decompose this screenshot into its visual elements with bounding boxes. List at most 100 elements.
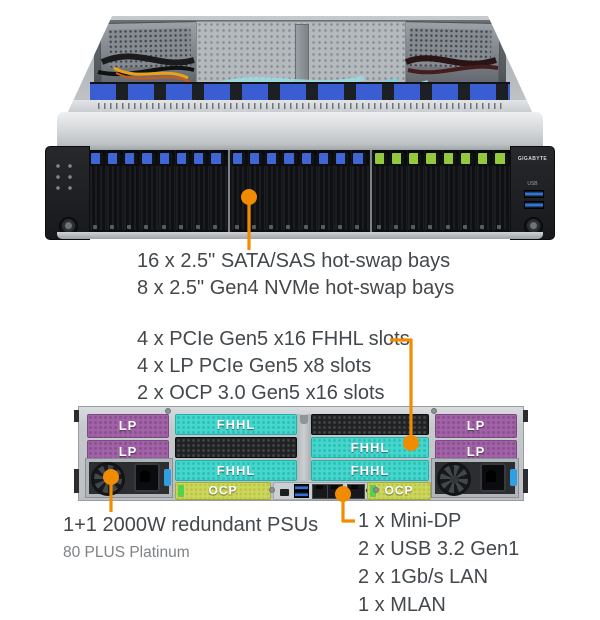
ocp-slot-label: OCP: [384, 483, 414, 498]
blank-vent-slot: [175, 437, 297, 458]
usb-ports: [294, 484, 309, 498]
server-top-internals-photo: [68, 16, 532, 112]
lp-slot-label: LP: [466, 443, 486, 459]
lp-slot: LP: [435, 414, 517, 438]
center-divider: [297, 414, 311, 480]
bay-release-tab: [107, 153, 121, 164]
drive-bay: [352, 150, 369, 232]
bay-rail: [477, 150, 494, 154]
bay-rail: [352, 150, 369, 154]
bay-rail: [266, 150, 283, 154]
bay-carrier: [175, 166, 192, 230]
psu-left: [85, 458, 173, 498]
bay-rail: [283, 150, 300, 154]
expansion-callout-line: 4 x PCIe Gen5 x16 FHHL slots: [137, 328, 410, 350]
bay-number-dot: [92, 225, 97, 229]
drive-bay: [408, 150, 425, 232]
bay-release-tab: [159, 153, 173, 164]
bay-carrier: [158, 166, 175, 230]
drive-bay-array: [88, 150, 512, 232]
bay-carrier: [317, 166, 334, 230]
front-top-lip: [57, 112, 543, 151]
fhhl-slot-label: FHHL: [350, 462, 390, 478]
bay-carrier: [408, 166, 425, 230]
bay-rail: [210, 150, 227, 154]
power-inlet-icon: [134, 463, 160, 492]
bay-release-tab: [142, 153, 155, 164]
bay-release-tab: [409, 153, 422, 164]
bay-rail: [175, 150, 192, 154]
power-inlet-icon: [480, 463, 506, 492]
bay-rail: [459, 150, 476, 154]
bay-carrier: [231, 166, 248, 230]
bay-release-tab: [284, 153, 297, 164]
bay-carrier: [425, 166, 442, 230]
drive-bay: [248, 150, 265, 232]
rear-io-callout-line: 2 x 1Gb/s LAN: [358, 566, 489, 588]
bay-rail: [106, 150, 123, 154]
lan-port-icon: [312, 484, 328, 499]
bay-number-dot: [286, 225, 291, 229]
drive-bay: [175, 150, 192, 232]
bay-carrier: [124, 166, 141, 230]
fhhl-slot-label: FHHL: [216, 416, 256, 432]
drive-bay: [158, 150, 175, 232]
bay-number-dot: [196, 225, 200, 229]
expansion-column-right: FHHL FHHL: [311, 414, 429, 483]
lan-port-icon: [327, 484, 343, 499]
ocp-slot-label: OCP: [208, 483, 238, 498]
expansion-callout-line: 2 x OCP 3.0 Gen5 x16 slots: [137, 382, 385, 404]
bay-release-tab: [267, 153, 280, 164]
bay-number-dot: [303, 225, 308, 229]
drive-bay: [425, 150, 442, 232]
bay-number-dot: [480, 225, 484, 229]
drive-bay-group: [228, 150, 370, 232]
rack-tab: [523, 410, 528, 422]
fhhl-slot: FHHL: [311, 460, 429, 481]
rear-io-callout-line: 1 x Mini-DP: [358, 510, 462, 532]
screw-icon: [165, 408, 171, 414]
fhhl-slot: FHHL: [311, 437, 429, 458]
bay-release-tab: [460, 153, 474, 164]
fan-icon: [91, 462, 125, 496]
usb-port-icon: [294, 491, 309, 498]
bay-carrier: [300, 166, 317, 230]
bay-number-dot: [428, 225, 433, 229]
bay-rail: [373, 150, 390, 154]
bay-carrier: [89, 166, 106, 230]
psu-right: [431, 458, 519, 498]
bay-rail: [408, 150, 425, 154]
bay-rail: [158, 150, 175, 154]
rear-io-callout-line: 2 x USB 3.2 Gen1: [358, 538, 520, 560]
bay-carrier: [352, 166, 369, 230]
usb-label: USB: [527, 181, 538, 187]
mlan-port-icon: [347, 484, 365, 499]
screw-icon: [431, 408, 437, 414]
bay-release-tab: [426, 153, 439, 164]
bay-carrier: [283, 166, 300, 230]
bay-carrier: [141, 166, 158, 230]
bay-number-dot: [161, 225, 166, 229]
drive-bay: [317, 150, 334, 232]
bay-number-dot: [144, 225, 149, 229]
bay-release-tab: [318, 153, 332, 164]
bay-carrier: [106, 166, 123, 230]
drive-bay: [266, 150, 283, 232]
bay-number-dot: [109, 225, 114, 229]
drive-bay: [210, 150, 227, 232]
bay-release-tab: [391, 153, 405, 164]
bay-release-tab: [443, 153, 457, 164]
bay-rail: [193, 150, 210, 154]
fhhl-slot: FHHL: [175, 414, 297, 435]
drive-bay: [390, 150, 407, 232]
bay-number-dot: [445, 225, 450, 229]
bay-rail: [141, 150, 158, 154]
bays-callout-line: 8 x 2.5" Gen4 NVMe hot-swap bays: [137, 277, 455, 299]
bay-rail: [248, 150, 265, 154]
bay-rail: [124, 150, 141, 154]
rack-tab: [74, 469, 79, 493]
bay-number-dot: [127, 225, 131, 229]
screw-icon: [373, 487, 379, 493]
bay-rail: [390, 150, 407, 154]
